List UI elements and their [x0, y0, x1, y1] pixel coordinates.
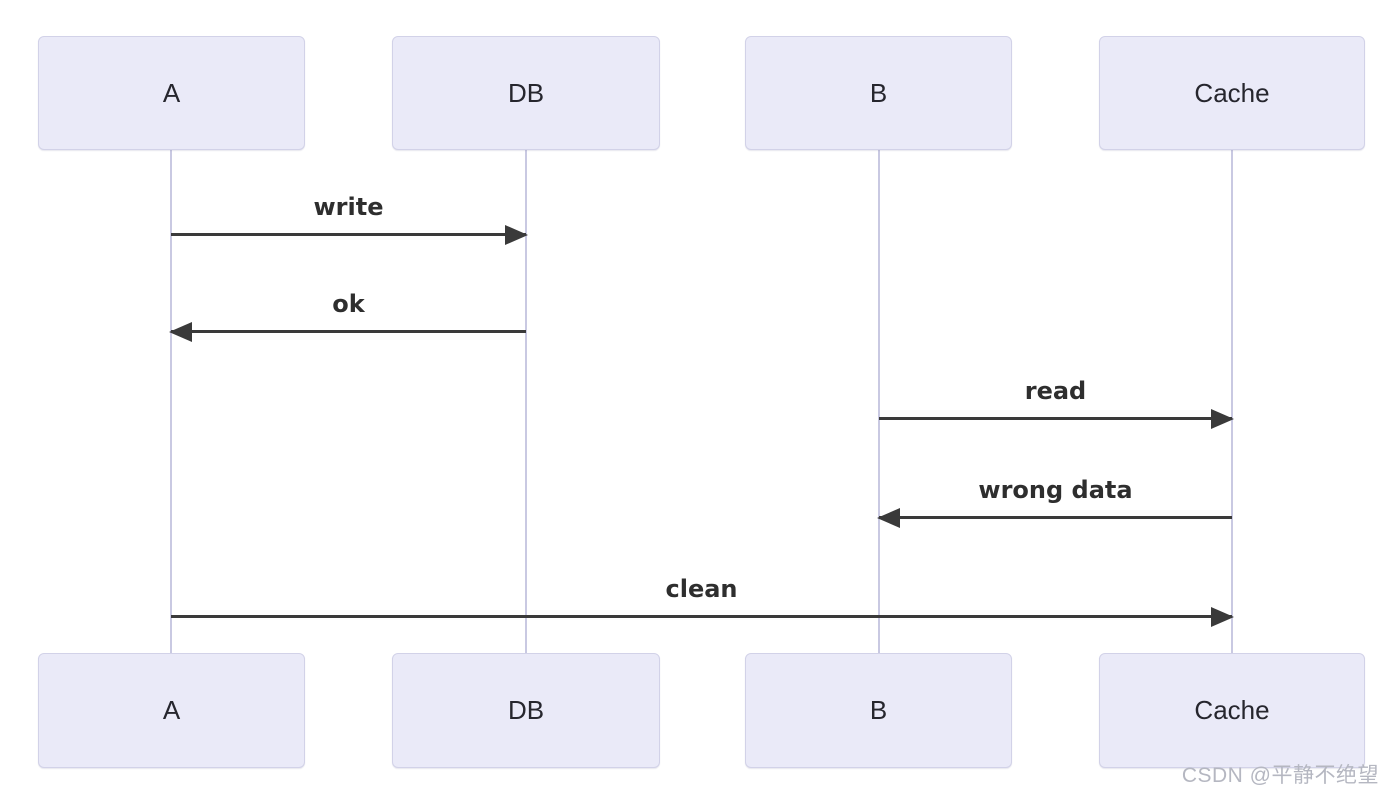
arrowhead-left-icon	[169, 322, 192, 342]
actor-box-b-top: B	[745, 36, 1012, 150]
actor-box-a-bottom: A	[38, 653, 305, 768]
actor-label-b: B	[869, 695, 888, 725]
actor-box-db-bottom: DB	[392, 653, 660, 768]
actor-label-cache: Cache	[1194, 77, 1270, 108]
message-wrong-data: wrong data	[877, 471, 1232, 528]
lifeline-b	[878, 150, 880, 653]
message-read: read	[879, 372, 1234, 429]
actor-label-cache: Cache	[1194, 695, 1270, 725]
lifeline-a	[170, 150, 172, 653]
message-label: read	[1024, 377, 1087, 405]
actor-label-b: B	[869, 77, 888, 108]
actor-label-db: DB	[507, 77, 545, 108]
message-line	[171, 330, 526, 333]
csdn-watermark: CSDN @平静不绝望	[1181, 764, 1379, 787]
message-write: write	[171, 188, 528, 245]
actor-label-a: A	[162, 695, 181, 725]
actor-label-a: A	[162, 77, 181, 108]
message-line	[879, 516, 1232, 519]
arrowhead-right-icon	[505, 225, 528, 245]
actor-box-a-top: A	[38, 36, 305, 150]
message-label: ok	[332, 290, 365, 318]
actor-box-b-bottom: B	[745, 653, 1012, 768]
actor-box-db-top: DB	[392, 36, 660, 150]
lifeline-db	[525, 150, 527, 653]
message-label: clean	[665, 575, 738, 603]
arrowhead-left-icon	[877, 508, 900, 528]
message-line	[171, 615, 1232, 618]
lifeline-cache	[1231, 150, 1233, 653]
message-clean: clean	[171, 570, 1234, 627]
message-label: write	[313, 193, 384, 221]
message-line	[879, 417, 1232, 420]
actor-box-cache-bottom: Cache	[1099, 653, 1365, 768]
message-line	[171, 233, 526, 236]
arrowhead-right-icon	[1211, 607, 1234, 627]
actor-label-db: DB	[507, 695, 545, 725]
arrowhead-right-icon	[1211, 409, 1234, 429]
message-label: wrong data	[978, 476, 1133, 504]
message-ok: ok	[169, 285, 526, 342]
actor-box-cache-top: Cache	[1099, 36, 1365, 150]
